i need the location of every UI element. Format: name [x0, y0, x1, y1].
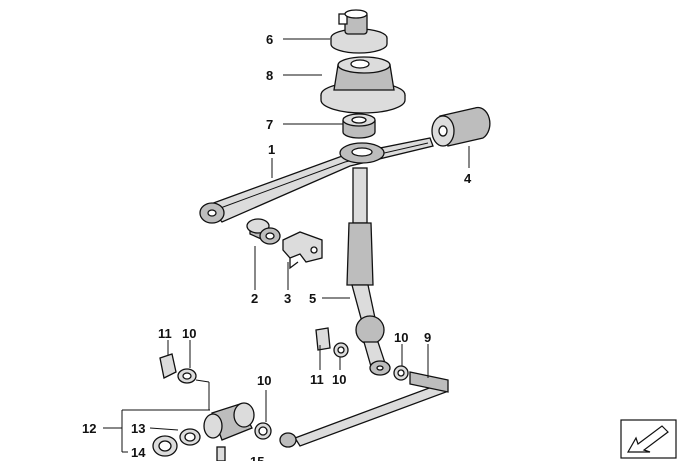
callout-14: 14 — [131, 445, 146, 460]
leader-lines — [103, 38, 470, 453]
callout-4: 4 — [464, 171, 472, 186]
callout-11-left: 11 — [158, 326, 172, 341]
part-13-ring — [179, 428, 201, 446]
callout-2: 2 — [251, 291, 258, 306]
part-2-bushing — [246, 218, 281, 245]
part-11-clip-right — [315, 327, 331, 351]
part-3-bracket — [282, 231, 323, 270]
part-5-shift-rod — [346, 167, 391, 376]
callout-9: 9 — [424, 330, 431, 345]
callout-10-left-upper: 10 — [182, 326, 196, 341]
callout-13: 13 — [131, 421, 145, 436]
callout-1: 1 — [268, 142, 275, 157]
arrow-icon[interactable] — [620, 419, 677, 459]
part-8-rubber-boot — [320, 56, 406, 114]
callout-10-right-a: 10 — [332, 372, 346, 387]
part-4-rubber-mount — [431, 106, 491, 147]
callout-10-left-lower: 10 — [257, 373, 271, 388]
part-9-selector-rod — [279, 371, 449, 448]
callout-5: 5 — [309, 291, 316, 306]
part-6-boot-clamp — [330, 9, 388, 54]
callout-15: 15 — [250, 454, 264, 461]
callout-6: 6 — [266, 32, 273, 47]
callout-3: 3 — [284, 291, 291, 306]
part-14-ring — [152, 435, 178, 457]
callout-11-right: 11 — [310, 372, 324, 387]
callout-12: 12 — [82, 421, 96, 436]
part-7-bushing — [342, 113, 376, 139]
part-10-washer-left-upper — [177, 368, 197, 384]
part-1-shift-arm — [199, 137, 434, 224]
part-10-washer-right-b — [393, 365, 409, 381]
part-13-ball-joint — [203, 402, 255, 441]
part-10-washer-right-a — [333, 342, 349, 358]
part-10-washer-left-lower — [254, 422, 272, 440]
callout-8: 8 — [266, 68, 273, 83]
callout-10-right-b: 10 — [394, 330, 408, 345]
part-11-clip-left — [159, 353, 177, 379]
callout-7: 7 — [266, 117, 273, 132]
part-15-pin — [216, 446, 226, 461]
